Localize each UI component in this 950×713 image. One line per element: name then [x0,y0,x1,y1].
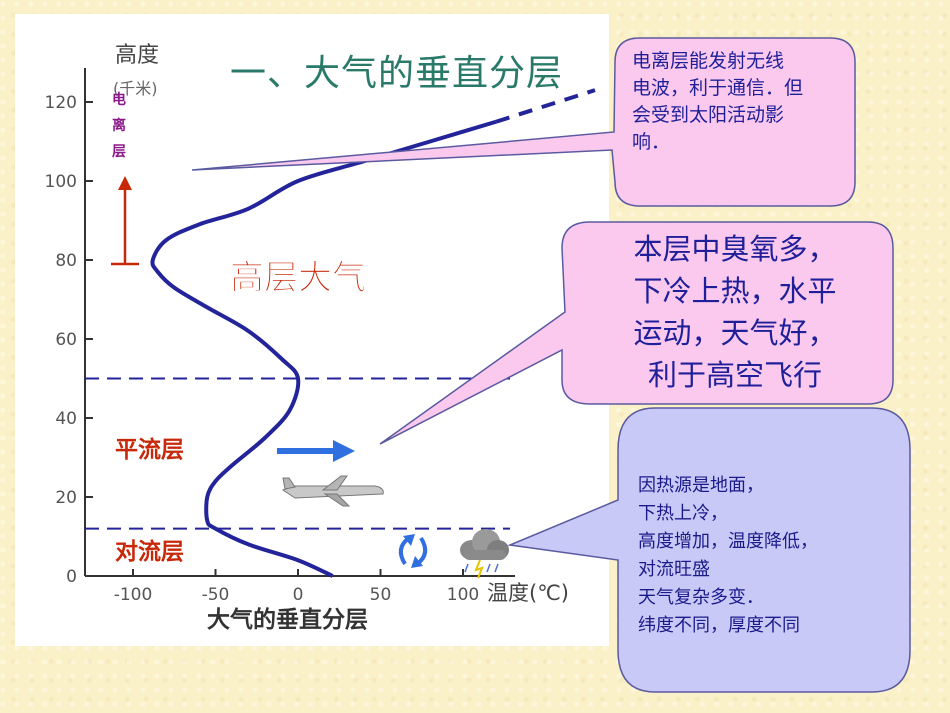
label-stratosphere: 平流层 [115,436,184,463]
callout-line: 因热源是地面， [638,475,764,496]
callout-line: 响． [632,131,671,153]
airplane-icon [281,475,384,507]
callout-line: 纬度不同，厚度不同 [638,615,800,636]
callout-stratosphere-text: 本层中臭氧多， 下冷上热，水平 运动，天气好， 利于高空飞行 [585,228,885,396]
temperature-curve-extension [495,88,596,124]
label-upper-atmosphere: 高层大气 [230,258,366,298]
x-tick-label: 0 [293,585,304,605]
y-tick-label: 20 [55,488,77,508]
y-tick-label: 120 [45,93,77,113]
callout-ionosphere-text: 电离层能发射无线 电波，利于通信．但 会受到太阳活动影 响． [632,48,847,156]
callout-line: 运动，天气好， [633,316,837,350]
chart-caption: 大气的垂直分层 [207,606,368,633]
callout-line: 下热上冷， [638,503,728,524]
x-tick-label: 50 [370,585,392,605]
callout-line: 天气复杂多变． [638,587,764,608]
ionosphere-range-arrow [111,176,139,266]
callout-ionosphere-bubble [191,37,856,207]
callout-line: 电离层能发射无线 [632,50,785,72]
callout-troposphere-text: 因热源是地面， 下热上冷， 高度增加，温度降低， 对流旺盛 天气复杂多变． 纬度… [638,472,900,640]
callout-troposphere-bubble [507,407,911,693]
convection-arrows-icon [398,534,428,568]
y-tick-label: 0 [66,567,77,587]
temperature-curve [150,119,497,578]
svg-text:电离层: 电离层 [112,91,126,160]
y-tick-label: 40 [55,409,77,429]
x-tick-label: -100 [114,585,153,605]
label-ionosphere: 电离层 [112,91,126,160]
callout-line: 本层中臭氧多， [633,232,837,266]
label-troposphere: 对流层 [115,538,184,565]
y-tick-label: 100 [45,172,77,192]
x-axis-title: 温度(℃) [487,581,569,605]
y-axis-unit: (千米) [113,79,158,98]
callout-line: 对流旺盛 [638,559,710,580]
x-tick-label: -50 [202,585,230,605]
callout-line: 电波，利于通信．但 [632,77,804,99]
y-axis-title: 高度 [115,43,159,68]
callout-line: 下冷上热，水平 [633,274,837,308]
callout-line: 会受到太阳活动影 [632,104,785,126]
vertical-profile-chart: 0 20 40 60 80 100 120 -100 -50 0 50 100 高度 (千米) 温度… [45,43,596,633]
callout-line: 高度增加，温度降低， [638,531,818,552]
callout-stratosphere-bubble [379,221,894,445]
horizontal-motion-arrow [277,440,355,462]
storm-cloud-icon [460,529,509,579]
slide-title: 一、大气的垂直分层 [230,53,564,94]
x-tick-label: 100 [447,585,479,605]
y-tick-label: 60 [55,330,77,350]
diagram-panel: 0 20 40 60 80 100 120 -100 -50 0 50 100 高度 (千米) 温度… [15,14,609,646]
callout-line: 利于高空飞行 [647,358,822,392]
y-tick-label: 80 [55,251,77,271]
